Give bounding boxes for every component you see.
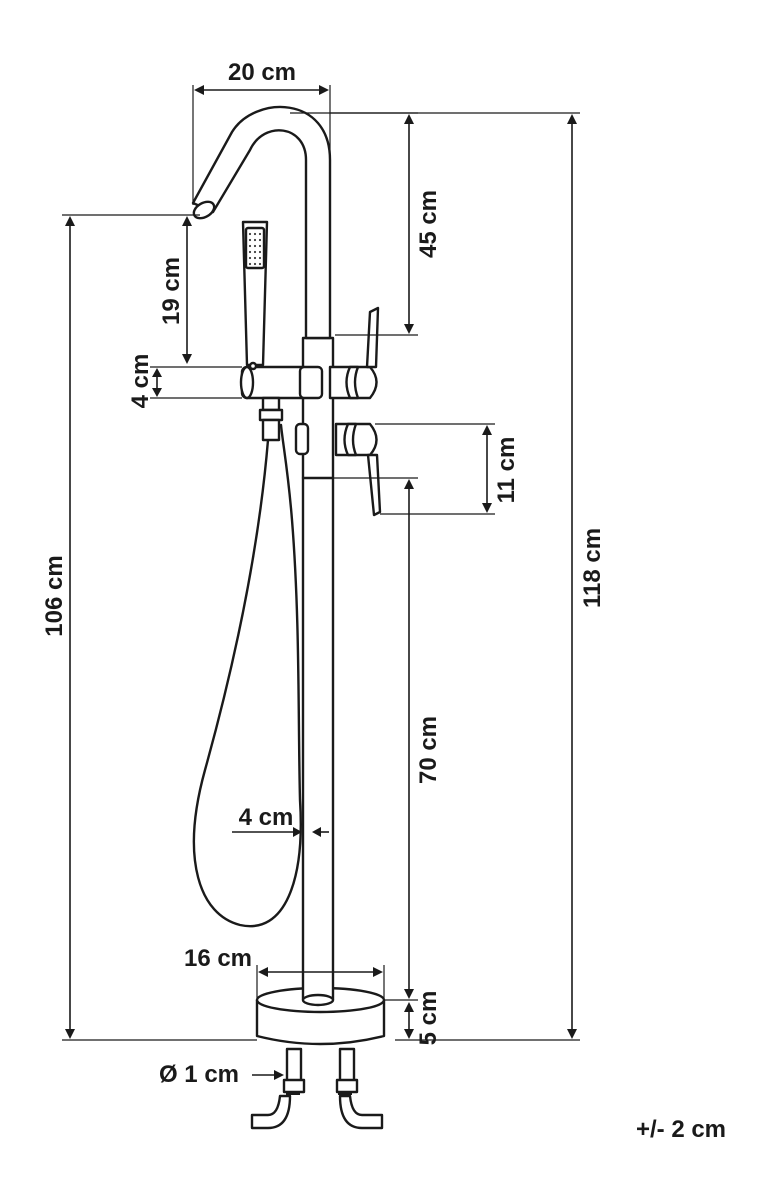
dimension-labels: 20 cm 45 cm 19 cm 4 cm 11 cm 118 cm 106 …	[41, 59, 726, 1143]
label-connector-diameter: Ø 1 cm	[159, 1061, 239, 1088]
dim-column-height	[333, 477, 418, 1001]
dim-total-height	[330, 112, 580, 1041]
dim-base-height	[404, 1002, 414, 1039]
label-column-height: 70 cm	[415, 716, 442, 784]
label-handle-spacing: 11 cm	[493, 437, 520, 504]
dim-column-diameter	[232, 827, 329, 837]
hand-shower	[241, 220, 269, 371]
dim-holder-height	[150, 366, 242, 399]
label-holder-height: 4 cm	[127, 354, 154, 409]
gooseneck-spout	[191, 105, 332, 340]
dim-handle-spacing	[375, 423, 495, 515]
label-outlet-height: 106 cm	[41, 555, 68, 636]
shower-hose	[192, 423, 302, 928]
dim-spout-clearance	[182, 216, 192, 364]
dim-base-width	[256, 965, 385, 998]
supply-connectors	[250, 1047, 384, 1130]
label-column-diameter: 4 cm	[239, 804, 294, 831]
label-base-height: 5 cm	[415, 991, 442, 1046]
dim-spout-reach	[192, 85, 331, 205]
dim-connector-arrow	[252, 1070, 284, 1080]
faucet-illustration	[191, 105, 386, 1130]
dim-outlet-height	[62, 214, 257, 1041]
label-tolerance: +/- 2 cm	[636, 1116, 726, 1143]
label-spout-height: 45 cm	[415, 190, 442, 258]
label-base-width: 16 cm	[184, 945, 252, 972]
label-spout-clearance: 19 cm	[158, 257, 185, 325]
label-spout-reach: 20 cm	[228, 59, 296, 86]
dimension-lines	[62, 85, 580, 1080]
hose-connector	[258, 396, 284, 442]
label-total-height: 118 cm	[579, 528, 606, 608]
upper-valve-body	[239, 306, 380, 400]
lower-valve-body	[294, 422, 382, 517]
